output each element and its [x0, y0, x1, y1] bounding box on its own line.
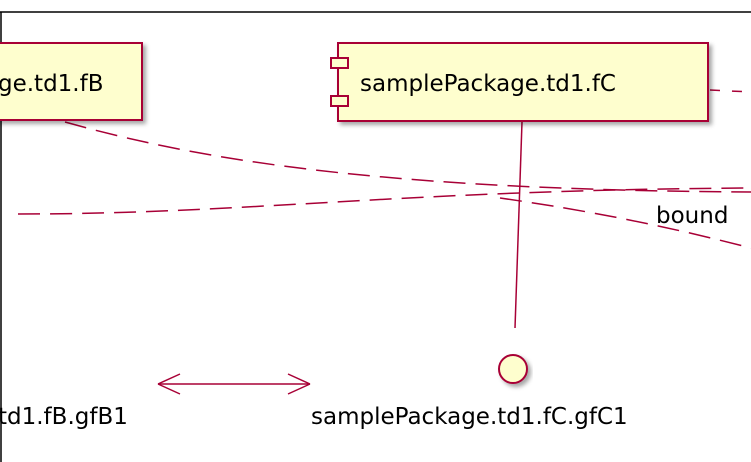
dependency-edge-fc-to-right — [499, 197, 751, 249]
component-fb-label: ge.td1.fB — [0, 71, 104, 97]
interface-gfb1-label: td1.fB.gfB1 — [0, 404, 128, 430]
interface-connector-fc — [514, 121, 523, 329]
component-fb[interactable]: ge.td1.fB — [0, 42, 143, 121]
dependency-edge-fb — [64, 121, 751, 193]
component-fc-port-bottom — [330, 95, 349, 107]
dependency-edge-bound — [17, 187, 751, 215]
component-fc-label: samplePackage.td1.fC — [360, 71, 616, 97]
edge-label-bound: bound — [656, 203, 728, 229]
interface-link-arrow-right — [287, 373, 311, 395]
dependency-edge-fc-right-stub — [709, 89, 751, 93]
interface-gfc1-label: samplePackage.td1.fC.gfC1 — [311, 404, 628, 430]
component-fc-port-top — [330, 57, 349, 69]
component-fb-box — [0, 42, 143, 121]
component-fc-box — [337, 42, 709, 122]
interface-link-arrow-left — [157, 373, 181, 395]
component-fc[interactable]: samplePackage.td1.fC — [330, 42, 709, 122]
interface-gfc1-circle[interactable] — [498, 354, 528, 384]
